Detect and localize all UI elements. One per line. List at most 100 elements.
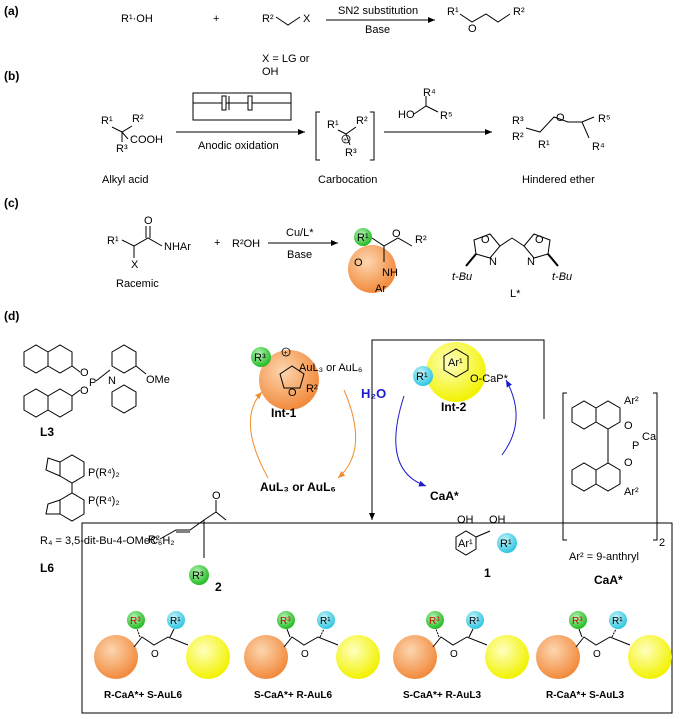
int2-r1: R¹ [416, 371, 428, 383]
product-r3: R³ [429, 616, 440, 627]
bracket-right [370, 111, 375, 161]
product-r1: R¹ [447, 6, 459, 18]
product-label: R-CaA*+ S-AuL6 [104, 690, 183, 701]
ether-r3: R³ [512, 115, 524, 127]
product-r1-bond [319, 628, 325, 638]
l3-ome: OMe [146, 374, 170, 386]
condition-cu: Cu/L* [286, 227, 314, 239]
product-c-r1: R¹ [357, 232, 369, 244]
acid-bond-cooh [121, 131, 129, 140]
amide-bonds [121, 237, 163, 247]
plus-sign-c: + [214, 237, 220, 249]
product-r3-bond [435, 628, 440, 638]
int1-charge-icon [281, 347, 291, 357]
int1-sphere [259, 350, 319, 410]
ligand-l6-structure [45, 454, 85, 522]
product-r1-sphere [167, 611, 185, 629]
ether-r1: R¹ [538, 139, 550, 151]
products-box [81, 522, 673, 714]
int2-ring [443, 348, 469, 378]
panel-c-tag: (c) [4, 196, 19, 210]
label-racemic: Racemic [116, 278, 159, 290]
sub2-ketone-bond [203, 511, 217, 521]
ligand-o2: O [535, 234, 544, 246]
product-r1: R¹ [320, 616, 331, 627]
ligand-l6-label: L6 [40, 561, 54, 575]
box-ligand-structure [465, 233, 559, 267]
product-r1: R¹ [612, 616, 623, 627]
int1-r3-sphere [251, 347, 271, 367]
electrode-right [247, 95, 253, 111]
caa-bracket-right [653, 392, 658, 541]
int1-label: Int-1 [271, 406, 297, 420]
sub2-r2: R² [148, 534, 160, 546]
reagent-r4: R⁴ [423, 87, 436, 99]
plus-sign: + [213, 13, 219, 25]
l6-r4-note: R₄ = 3,5-dit-Bu-4-OMeC₆H₂ [40, 535, 175, 547]
reagent-r2oh: R²OH [232, 238, 260, 250]
product-o: O [450, 649, 458, 660]
ligand-l3-label: L3 [40, 425, 54, 439]
product-r3-bond [136, 628, 141, 638]
amide-r1: R¹ [107, 235, 119, 247]
acid-r1: R¹ [101, 115, 113, 127]
product-orange-sphere [244, 635, 288, 679]
substrate-2-label: 2 [215, 580, 222, 594]
electrochemical-cell-icon [192, 92, 292, 121]
ligand-n1: N [489, 256, 497, 268]
ether-bond-r4 [581, 121, 590, 139]
int2-label: Int-2 [441, 400, 467, 414]
cation-r3: R³ [345, 147, 357, 159]
arrow-blue-left [395, 395, 427, 487]
panel-b-tag: (b) [4, 69, 19, 83]
sub1-oh2: OH [489, 514, 506, 526]
alkyl-chain-bond [275, 16, 301, 26]
caa-ar2-bottom: Ar² [624, 486, 639, 498]
int1-plus: + [284, 350, 288, 357]
l6-p1: P(R⁴)₂ [88, 467, 120, 479]
sub1-ar1: Ar¹ [458, 538, 473, 550]
panel-d: (d) O O P N OMe L3 P(R⁴)₂ P(R⁴) [4, 309, 673, 714]
ligand-tbu2: t-Bu [552, 271, 572, 283]
sub1-r1: R¹ [500, 538, 512, 550]
int1-r3: R³ [254, 352, 266, 364]
reagent-r5: R⁵ [440, 110, 453, 122]
label-hindered-ether: Hindered ether [522, 174, 595, 186]
product-r1-bond [611, 628, 617, 638]
product-o: O [151, 649, 159, 660]
plus-glyph: + [343, 137, 347, 144]
ligand-tbu1: t-Bu [452, 271, 472, 283]
panel-a: (a) R¹·OH + R² X SN2 substitution Base R… [4, 4, 525, 78]
acid-bonds [111, 125, 133, 133]
product-o: O [301, 649, 309, 660]
product-r3-bond [578, 628, 583, 638]
ligand-n2: N [527, 256, 535, 268]
caa-subscript-2: 2 [659, 537, 665, 549]
ether-bonds-b [525, 116, 595, 133]
product-c-o: O [392, 228, 401, 240]
l3-o2: O [80, 385, 89, 397]
cycle-top-line [371, 339, 545, 419]
product-yellow-sphere [336, 635, 380, 679]
product-r3: R³ [280, 616, 291, 627]
arrow-orange-left [249, 391, 269, 479]
reactant-r2: R² [262, 13, 274, 25]
ligand-l3-structure [23, 344, 147, 418]
acid-r2: R² [132, 113, 144, 125]
product-orange-sphere [393, 635, 437, 679]
arrow-orange-right [337, 389, 357, 479]
ether-r2: R² [512, 131, 524, 143]
amide-nhar: NHAr [164, 241, 191, 253]
condition-anodic: Anodic oxidation [198, 140, 279, 152]
product-r3-sphere [277, 611, 295, 629]
caa-ca: Ca [642, 431, 657, 443]
product-r3-sphere [426, 611, 444, 629]
int1-r2: R² [306, 383, 318, 395]
ether-r4: R⁴ [592, 141, 605, 153]
sub2-methyl [215, 511, 227, 521]
condition-base-a: Base [365, 24, 390, 36]
label-carbocation: Carbocation [318, 174, 377, 186]
ligand-label: L* [510, 288, 521, 300]
product-c-ar: Ar [375, 283, 386, 295]
int2-ocap: O-CaP* [470, 373, 509, 385]
